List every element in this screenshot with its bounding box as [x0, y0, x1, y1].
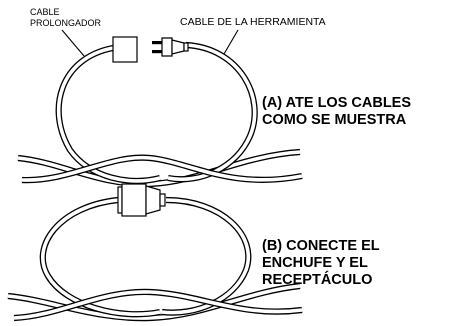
receptacle-a — [112, 36, 138, 63]
left-loop-b — [39, 196, 161, 318]
extension-cord-strand-lower — [17, 148, 301, 188]
plug-a — [152, 37, 189, 57]
extension-cord-loop — [55, 44, 161, 184]
label-tool-cord: CABLE DE LA HERRAMIENTA — [180, 16, 326, 28]
step-b-line-3: RECEPTÁCULO — [262, 271, 372, 288]
right-loop-b — [161, 196, 252, 316]
leader-tool-cord — [223, 29, 239, 55]
step-b-line-1: (B) CONECTE EL — [262, 238, 380, 254]
diagram-a-tied-cords: CABLE PROLONGADOR CABLE DE LA HERRAMIENT… — [17, 7, 411, 188]
step-a-line-2: COMO SE MUESTRA — [262, 112, 407, 128]
cord-strand-upper-b — [13, 288, 303, 322]
step-a-line-1: (A) ATE LOS CABLES — [262, 95, 411, 111]
leader-extension-cord — [61, 29, 85, 57]
cord-strand-lower-b — [7, 282, 301, 322]
label-extension-cord-1: CABLE — [30, 7, 60, 17]
label-extension-cord-2: PROLONGADOR — [30, 18, 102, 28]
diagram-b-connected-cords: (B) CONECTE EL ENCHUFE Y EL RECEPTÁCULO — [7, 183, 380, 322]
step-b-line-2: ENCHUFE Y EL — [262, 255, 368, 271]
tool-cord-loop — [167, 41, 258, 183]
connected-plug-receptacle — [117, 183, 166, 217]
tool-cord-strand-upper — [21, 154, 303, 184]
